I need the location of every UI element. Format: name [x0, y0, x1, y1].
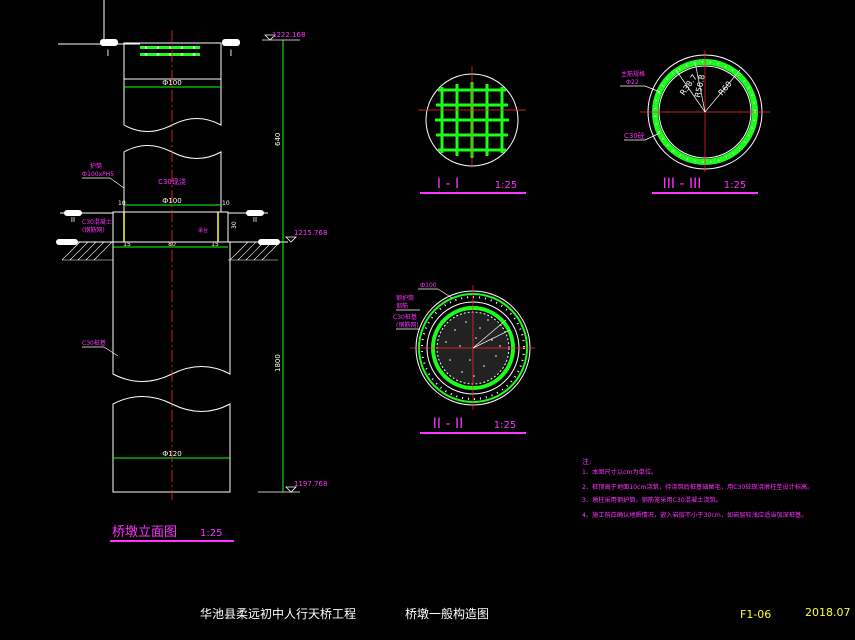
- section-mark-II-right: II: [253, 216, 257, 224]
- section-mark-I-right: I: [230, 49, 233, 59]
- ground-elevation: 1215.768: [294, 229, 327, 237]
- section-marker-I-left: [100, 39, 118, 46]
- ground-marker-right: [258, 239, 280, 245]
- cap-label: 承台: [198, 227, 208, 234]
- note-item: 3、墩柱采用钢护筒，钢筋笼采用C30混凝土浇筑。: [582, 496, 722, 504]
- section-III-c30: C30砼: [624, 131, 645, 140]
- notes-block: 注: 1、本图尺寸以cm为单位。 2、桩顶高于地面10cm浇筑，待浇筑后桩基础凿…: [582, 457, 813, 519]
- drawing-name: 桥墩一般构造图: [405, 606, 489, 621]
- section-II-c30: C30桩基: [393, 313, 417, 321]
- bottom-elevation: 1197.768: [294, 480, 327, 488]
- drawing-date: 2018.07: [805, 606, 851, 619]
- section-II-aggregate: [445, 319, 501, 377]
- height-upper: 640: [274, 133, 282, 146]
- notes-heading: 注:: [582, 457, 591, 466]
- project-name: 华池县柔远初中人行天桥工程: [200, 606, 356, 621]
- pile-lower-body: [112, 396, 231, 493]
- section-II-scale: 1:25: [494, 420, 516, 431]
- section-III: R38.7 R50.8 R60 主筋规格 Ф22 C30砼 III - III …: [620, 50, 770, 194]
- section-II-rebar: 钢筋: [396, 302, 408, 310]
- c30-side-label: C30混凝土: [82, 218, 112, 226]
- section-III-scale: 1:25: [724, 180, 746, 191]
- dim-15-right: 15: [211, 241, 219, 248]
- section-mark-II-left: II: [71, 216, 75, 224]
- section-I-scale: 1:25: [495, 180, 517, 191]
- section-III-rebar-label: 主筋规格: [621, 70, 645, 78]
- section-II-mesh: (钢筋网): [396, 321, 419, 329]
- title-block: 华池县柔远初中人行天桥工程 桥墩一般构造图 F1-06 2018.07: [200, 606, 851, 621]
- column-middle-body: [123, 145, 222, 213]
- section-II-casing: 钢护筒: [396, 294, 414, 302]
- elevation-title: 桥墩立面图: [112, 525, 177, 540]
- section-III-r3: R60: [717, 79, 734, 97]
- dim-10-left: 10: [118, 200, 126, 207]
- column-top-cap: [123, 42, 222, 80]
- sheet-number: F1-06: [740, 608, 771, 621]
- section-III-rebar-size: Ф22: [626, 79, 639, 86]
- mesh-side-label: (钢筋网): [82, 226, 105, 234]
- dim-15-left: 15: [123, 241, 131, 248]
- section-marker-I-right: [222, 39, 240, 46]
- elevation-scale: 1:25: [200, 528, 222, 539]
- section-I: I - I 1:25: [418, 66, 526, 194]
- section-mark-I-left: I: [107, 49, 110, 59]
- casing-spec-label: Ф100xPH5: [82, 171, 114, 178]
- pile-cap-outline: [112, 211, 229, 243]
- pile-c30-label: C30桩基: [82, 339, 106, 347]
- section-II-dia: Ф100: [420, 282, 437, 289]
- section-I-title: I - I: [437, 176, 459, 192]
- top-elevation: 1222.168: [272, 31, 305, 39]
- casing-label: 护筒: [90, 162, 102, 170]
- pile-upper-body: [112, 242, 231, 382]
- section-III-title: III - III: [663, 176, 702, 192]
- note-item: 1、本图尺寸以cm为单位。: [582, 468, 657, 476]
- dim-10-right: 10: [222, 200, 230, 207]
- section-II: Ф100 钢护筒 钢筋 C30桩基 (钢筋网) II - II 1:25: [393, 282, 535, 434]
- ground-marker-left: [56, 239, 78, 245]
- ground-hatch: [61, 241, 279, 261]
- dim-30: 30: [231, 221, 238, 229]
- note-item: 2、桩顶高于地面10cm浇筑，待浇筑后桩基础凿毛，用C30砼现浇墩柱至设计标高。: [582, 483, 813, 491]
- dim-80: 80: [168, 241, 176, 248]
- height-lower: 1800: [274, 354, 282, 372]
- note-item: 4、施工前应确认地质情况，嵌入岩层不小于30cm，如岩层较浅应适当加深桩基。: [582, 511, 807, 519]
- section-II-title: II - II: [433, 416, 463, 432]
- elevation-view: I I Ф100 C30现浇 Ф100 护筒 Ф100xPH5 10 10 30: [56, 0, 327, 542]
- dia-top-label: Ф100: [162, 79, 181, 87]
